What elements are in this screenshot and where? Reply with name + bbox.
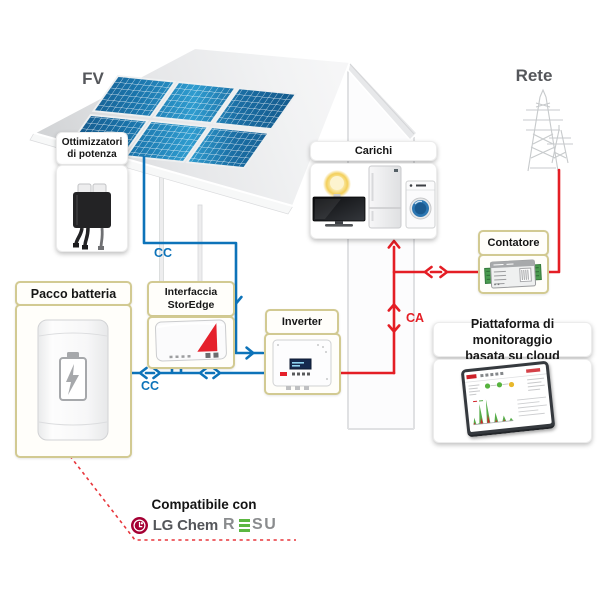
- loads-box: [310, 163, 437, 239]
- grid-label: Rete: [515, 66, 553, 85]
- monitoring-tablet: [460, 360, 556, 438]
- storedge-interface-device: [154, 319, 227, 362]
- energy-meter-device: [484, 259, 542, 289]
- ac-label: CA: [405, 311, 425, 325]
- roof-right-slope: [347, 60, 419, 142]
- dc-label-roof: CC: [153, 246, 173, 260]
- double-arrow-icon: [138, 366, 162, 380]
- arrow-right-icon: [245, 346, 255, 360]
- inverter-device: [272, 339, 332, 390]
- meter-box: [478, 254, 549, 294]
- dashboard-art: [464, 367, 547, 426]
- double-arrow-icon: [198, 366, 222, 380]
- power-optimizer-device: [73, 183, 111, 250]
- double-arrow-icon: [423, 265, 449, 279]
- pv-label: FV: [82, 69, 104, 88]
- battery-icon: [59, 352, 87, 401]
- inverter-title: Inverter: [265, 309, 339, 335]
- ac-wires: [335, 168, 561, 375]
- double-arrow-vertical-icon: [387, 303, 401, 333]
- fridge-icon: [368, 165, 402, 229]
- meter-title: Contatore: [478, 230, 549, 256]
- lg-logo-icon: [130, 516, 148, 534]
- dc-label-battery: CC: [140, 379, 160, 393]
- battery-compat-dashed-line: [69, 455, 296, 541]
- resu-e-bars-icon: [238, 519, 250, 532]
- inverter-box: [264, 333, 341, 395]
- monitoring-box: [433, 359, 592, 443]
- battery-device: [37, 319, 109, 441]
- battery-box: [15, 304, 132, 458]
- monitoring-dashboard-screen: [463, 363, 552, 433]
- transmission-towers-icon: [523, 88, 573, 172]
- loads-appliances: [312, 165, 436, 229]
- wire-pv-to-inverter: [142, 155, 265, 355]
- dc-wires: [126, 155, 266, 380]
- loads-title: Carichi: [310, 141, 437, 161]
- tv-icon: [312, 196, 366, 227]
- washing-machine-icon: [405, 180, 436, 229]
- lightbulb-icon: [323, 170, 351, 200]
- compatibility-label: Compatibile con: [151, 497, 257, 512]
- battery-title: Pacco batteria: [15, 281, 132, 306]
- interface-box: [147, 316, 235, 369]
- arrow-up-icon: [387, 239, 401, 249]
- lg-chem-wordmark: LG Chem: [152, 516, 218, 534]
- pv-panel-array: [64, 75, 298, 169]
- optimizers-box: [56, 165, 128, 252]
